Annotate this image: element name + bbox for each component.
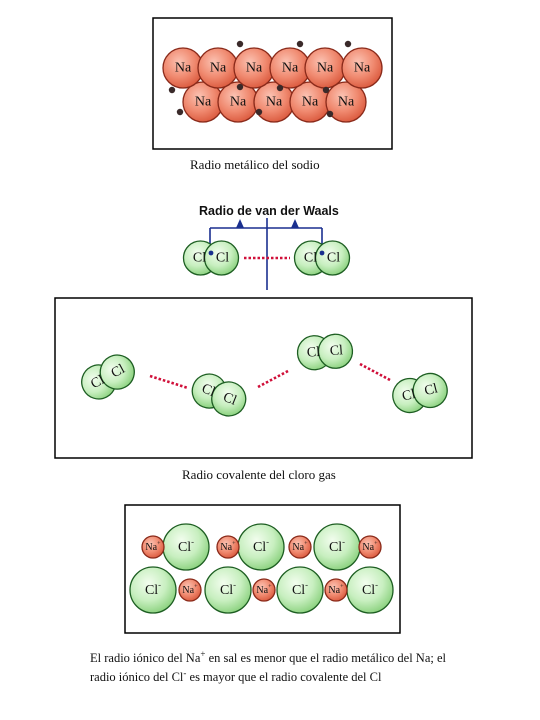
chlorine-atom bbox=[317, 333, 354, 369]
sodium-atom bbox=[325, 81, 367, 123]
ionic-lattice: Cl- Cl- Cl- Na+ Na+ Na+ Na+ Cl- Cl- Cl- Cl- Na+ Na+ N… bbox=[129, 523, 394, 614]
metallic-caption: Radio metálico del sodio bbox=[190, 157, 320, 172]
sodium-ion-label: Na+ bbox=[182, 583, 198, 596]
electron-dot bbox=[344, 40, 352, 48]
chlorine-atom-label: Cl bbox=[401, 387, 418, 405]
covalent-caption: Radio covalente del cloro gas bbox=[182, 467, 336, 482]
chlorine-atom-label: Cl bbox=[304, 251, 317, 266]
vdw-title: Radio de van der Waals bbox=[199, 204, 339, 218]
sodium-atom-label: Na bbox=[282, 61, 299, 76]
caption-sup-1: + bbox=[200, 649, 206, 659]
caption-part-2: en sal es menor que el radio metálico de… bbox=[90, 651, 447, 684]
electron-dot bbox=[176, 108, 184, 116]
chlorine-molecule: Cl Cl bbox=[392, 372, 448, 414]
caption-part-3: es mayor que el radio covalente del Cl bbox=[186, 669, 382, 684]
covalent-panel-frame bbox=[54, 297, 473, 459]
nucleus-dot bbox=[319, 250, 325, 256]
chloride-ion-label: Cl- bbox=[292, 580, 308, 598]
chloride-ion bbox=[129, 566, 177, 614]
sodium-ion bbox=[324, 578, 348, 602]
sodium-ion-label: Na+ bbox=[328, 583, 344, 596]
chlorine-atom-label: Cl bbox=[216, 251, 229, 266]
sodium-ion bbox=[216, 535, 240, 559]
sodium-atom-label: Na bbox=[230, 95, 247, 110]
electron-dot bbox=[326, 110, 334, 118]
sodium-atom-label: Na bbox=[354, 61, 371, 76]
sodium-ion bbox=[252, 578, 276, 602]
chloride-ion-label: Cl- bbox=[145, 580, 161, 598]
sodium-atom-label: Na bbox=[210, 61, 227, 76]
chlorine-atom-label: Cl bbox=[327, 251, 340, 266]
electron-dot bbox=[255, 108, 263, 116]
vdw-chlorine-molecules: Cl Cl Cl Cl bbox=[182, 240, 351, 276]
electron-dot bbox=[276, 84, 284, 92]
sodium-ion bbox=[141, 535, 165, 559]
chloride-ion-label: Cl- bbox=[178, 537, 194, 555]
chlorine-atom-label: Cl bbox=[193, 251, 206, 266]
sodium-atom-label: Na bbox=[246, 61, 263, 76]
sodium-ion-label: Na+ bbox=[362, 540, 378, 553]
chlorine-molecule: Cl Cl bbox=[293, 240, 351, 276]
chloride-ion bbox=[204, 566, 252, 614]
metallic-panel-frame bbox=[152, 17, 393, 150]
chlorine-atom bbox=[412, 372, 448, 409]
chloride-ion bbox=[276, 566, 324, 614]
sodium-atom-label: Na bbox=[317, 61, 334, 76]
sodium-atom-label: Na bbox=[266, 95, 283, 110]
chlorine-atom-label: Cl bbox=[423, 381, 440, 399]
sodium-atom-label: Na bbox=[338, 95, 355, 110]
chlorine-atom-label: Cl bbox=[199, 381, 217, 400]
chlorine-molecule: Cl Cl bbox=[296, 333, 354, 371]
chlorine-atom bbox=[203, 240, 240, 276]
chlorine-atom-label: Cl bbox=[88, 373, 107, 393]
electron-dot bbox=[168, 86, 176, 94]
chlorine-molecule: Cl Cl bbox=[182, 240, 240, 276]
sodium-ion bbox=[288, 535, 312, 559]
sodium-atom-label: Na bbox=[302, 95, 319, 110]
chlorine-atom bbox=[314, 240, 351, 276]
sodium-atom-label: Na bbox=[195, 95, 212, 110]
electron-dot bbox=[236, 83, 244, 91]
vdw-bracket bbox=[209, 218, 323, 290]
sodium-ion bbox=[358, 535, 382, 559]
nucleus-dot bbox=[208, 250, 214, 256]
covalent-dotted-lines bbox=[149, 362, 391, 390]
caption-sup-2: - bbox=[183, 667, 187, 678]
sodium-ion bbox=[178, 578, 202, 602]
chloride-ion-label: Cl- bbox=[362, 580, 378, 598]
chlorine-atom bbox=[211, 381, 247, 417]
sodium-ion-label: Na+ bbox=[256, 583, 272, 596]
chlorine-atom-label: Cl bbox=[221, 390, 239, 409]
chlorine-atom bbox=[99, 354, 135, 390]
sodium-ion-label: Na+ bbox=[292, 540, 308, 553]
sodium-ion-label: Na+ bbox=[145, 540, 161, 553]
sodium-ion-label: Na+ bbox=[220, 540, 236, 553]
ionic-radius-caption: El radio iónico del Na+ en sal es menor … bbox=[90, 647, 460, 684]
chloride-ion-label: Cl- bbox=[220, 580, 236, 598]
chloride-ion-label: Cl- bbox=[253, 537, 269, 555]
electron-dot bbox=[296, 40, 304, 48]
caption-part-1: El radio iónico del Na bbox=[90, 651, 201, 666]
electron-dot bbox=[322, 86, 330, 94]
chlorine-atom-label: Cl bbox=[306, 345, 320, 361]
ionic-panel-frame bbox=[124, 504, 401, 634]
vdw-arrowheads bbox=[236, 219, 299, 228]
electron-dot bbox=[236, 40, 244, 48]
sodium-atom-label: Na bbox=[175, 61, 192, 76]
chlorine-atom-label: Cl bbox=[329, 343, 343, 359]
chloride-ion-label: Cl- bbox=[329, 537, 345, 555]
chlorine-atom-label: Cl bbox=[109, 362, 128, 382]
sodium-atom bbox=[341, 47, 383, 89]
